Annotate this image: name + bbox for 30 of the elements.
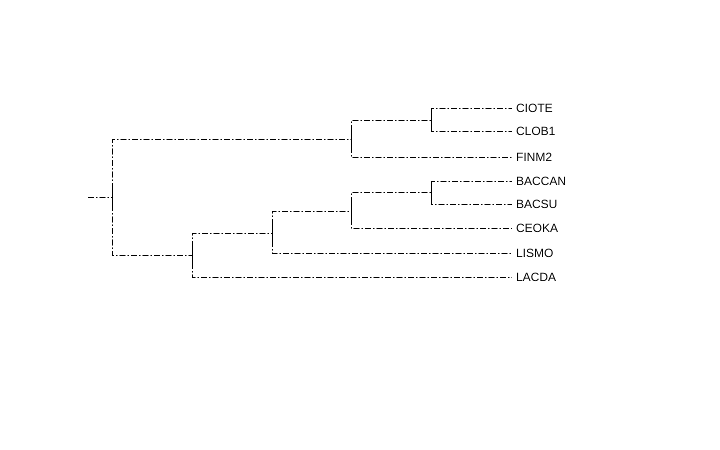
branch-line	[272, 240, 512, 254]
taxon-label: CEOKA	[516, 221, 558, 235]
branch-line	[192, 262, 512, 278]
taxon-label: LACDA	[516, 270, 556, 284]
node-tick	[272, 225, 273, 241]
branch-line	[431, 108, 512, 112]
taxon-label: LISMO	[516, 246, 554, 260]
taxon-label: CLOB1	[516, 124, 556, 138]
branch-line	[112, 204, 192, 256]
node-tick	[431, 112, 432, 128]
node-tick	[351, 203, 352, 219]
branch-line	[192, 233, 272, 248]
branch-line	[272, 211, 352, 226]
root-branch-line	[88, 197, 112, 198]
node-tick	[192, 247, 193, 263]
branch-line	[351, 146, 512, 158]
taxon-label: BACSU	[516, 197, 558, 211]
branch-line	[351, 192, 432, 204]
taxon-label: FINM2	[516, 150, 552, 164]
branch-line	[431, 181, 512, 184]
branch-line	[112, 139, 352, 190]
node-tick	[431, 184, 432, 200]
branch-line	[351, 120, 432, 132]
node-tick	[112, 189, 113, 205]
branch-line	[431, 128, 512, 132]
taxon-label: CIOTE	[516, 101, 553, 115]
taxon-label: BACCAN	[516, 174, 566, 188]
branch-line	[431, 200, 512, 205]
node-tick	[351, 131, 352, 147]
branch-line	[351, 218, 512, 229]
